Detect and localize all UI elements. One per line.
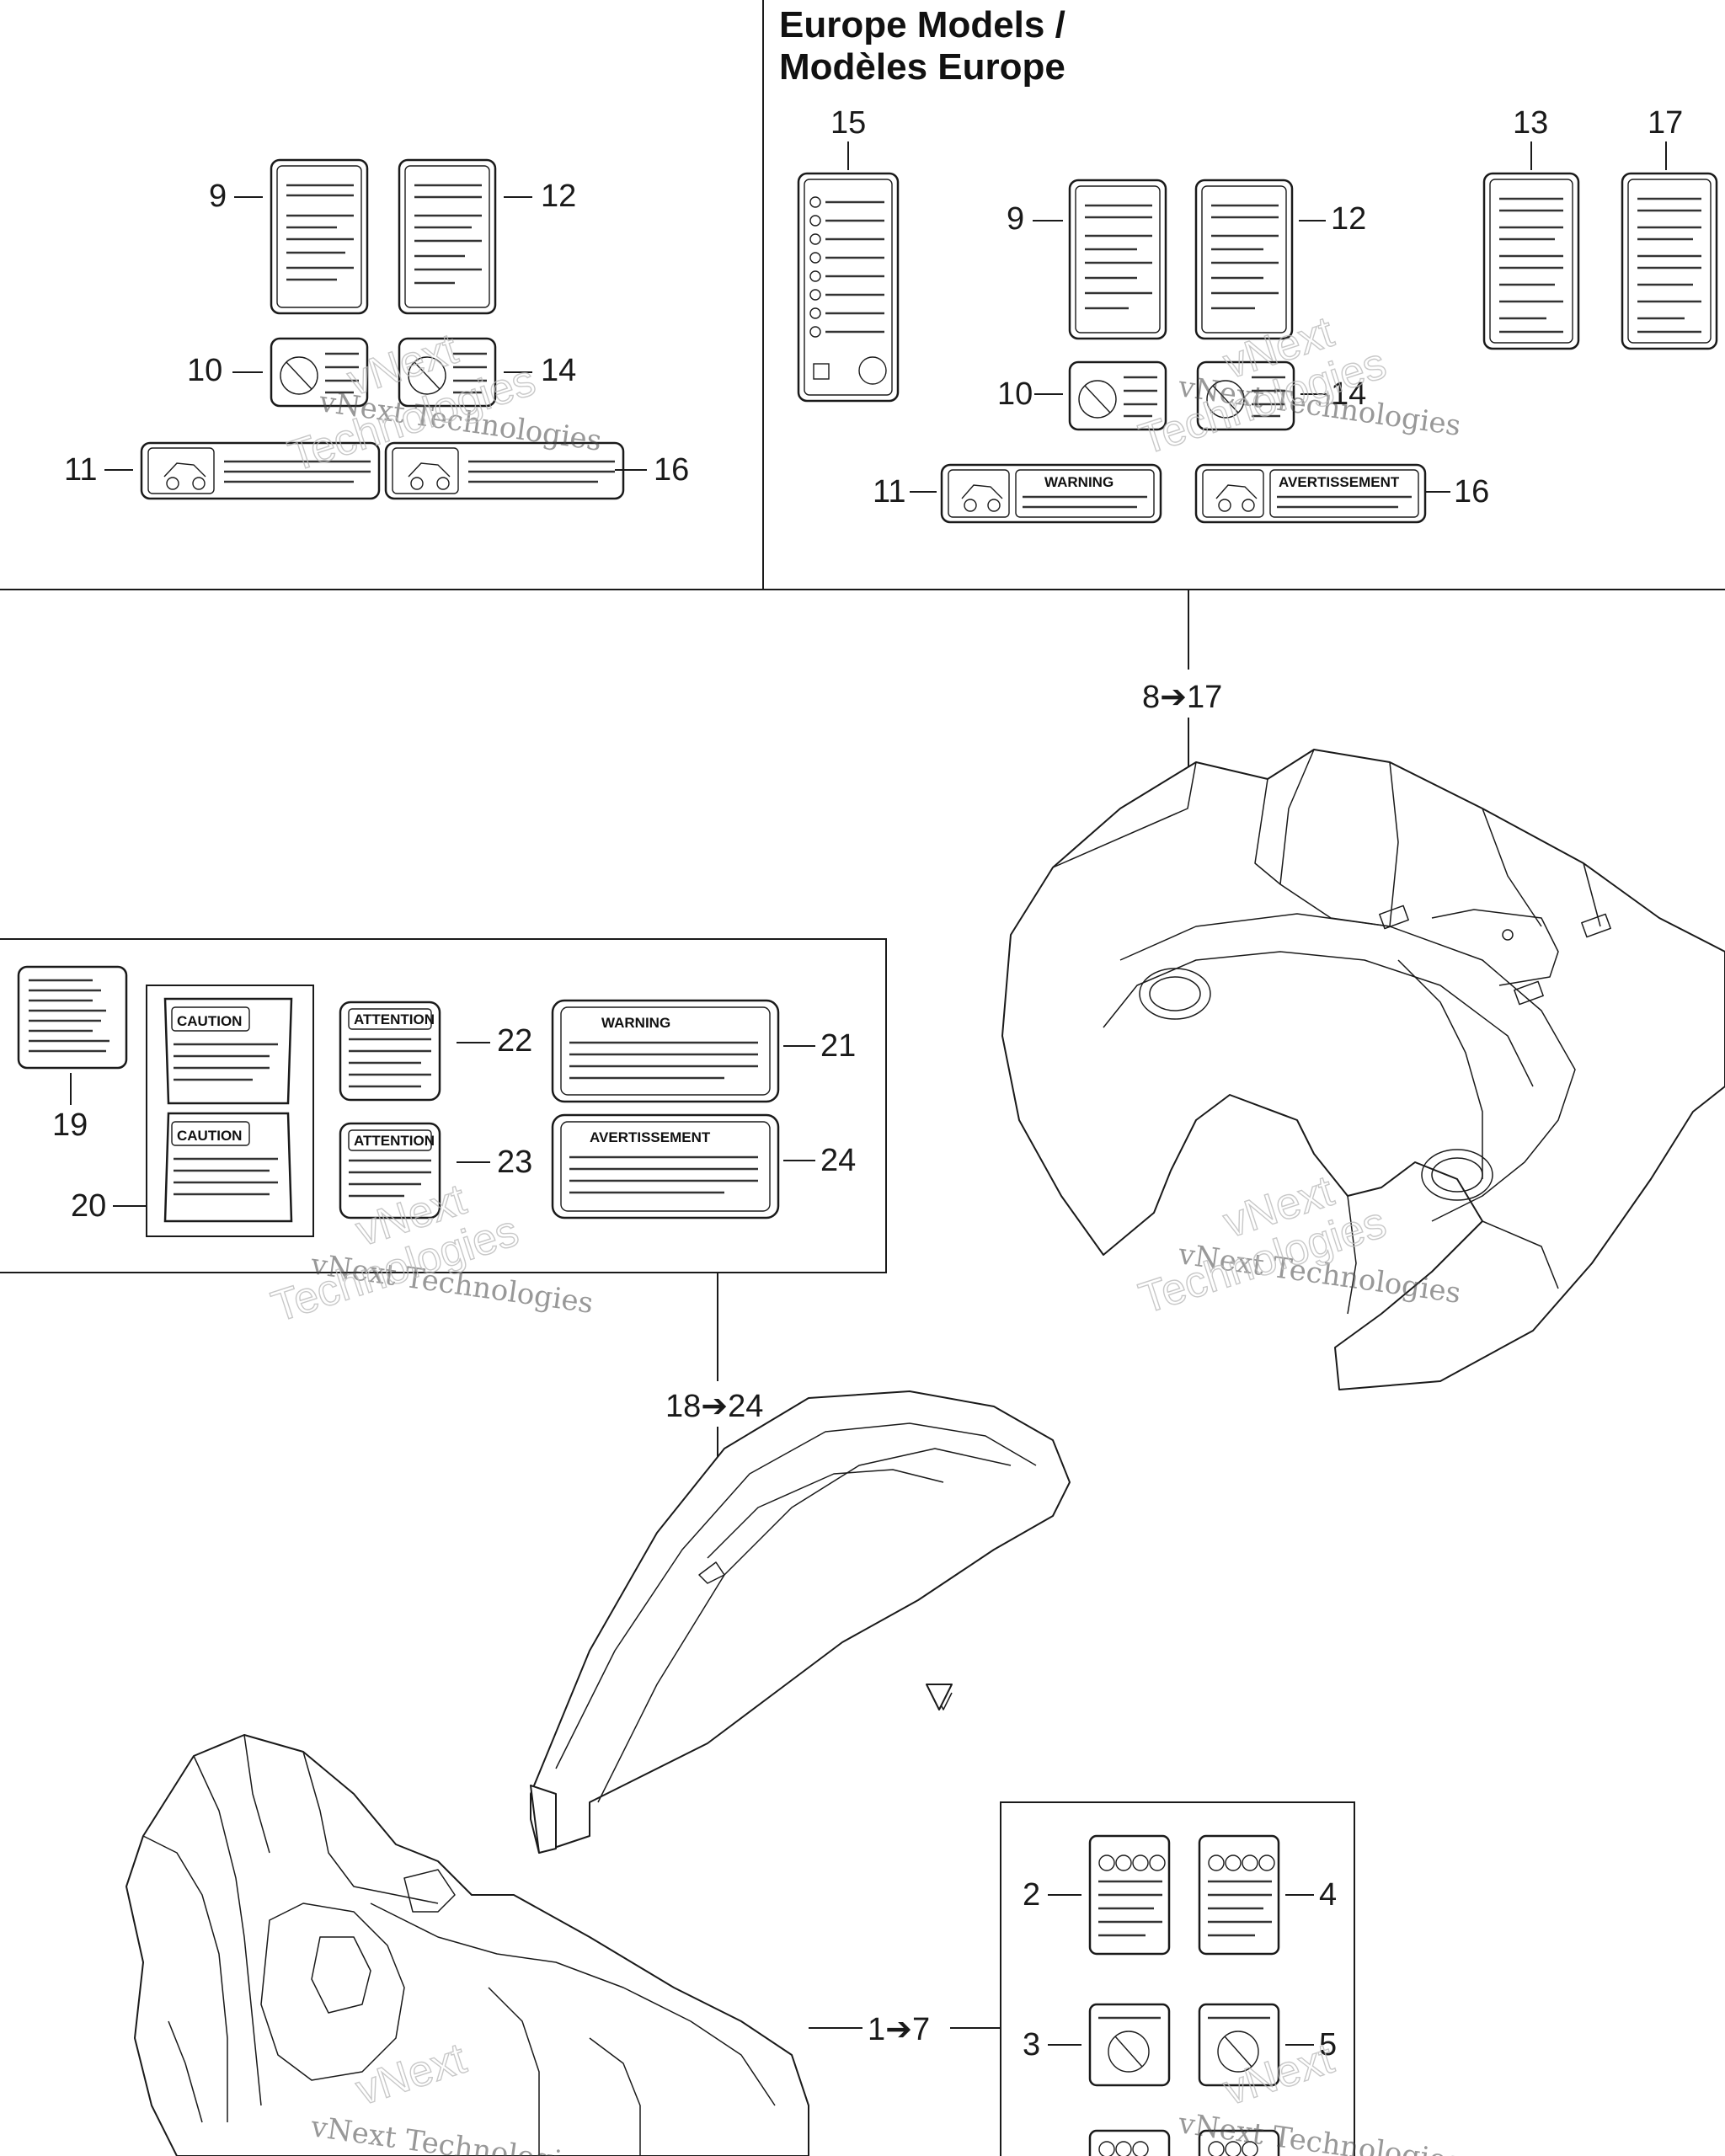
- decal-9-text: [286, 184, 354, 281]
- decal-20-caution-upper: CAUTION: [177, 1013, 242, 1029]
- callout-13: 13: [1513, 105, 1548, 141]
- callout-16-europe: 16: [1454, 474, 1489, 510]
- decal-12: [398, 158, 497, 315]
- cup-holder-left: [1139, 968, 1211, 1020]
- decal-group-box-middle: [0, 938, 887, 1273]
- no-passenger-icon: [280, 356, 318, 395]
- decal-23: [339, 1122, 441, 1219]
- no-passenger-icon: [408, 356, 446, 395]
- callout-17: 17: [1648, 105, 1683, 141]
- cup-holder-right: [1421, 1149, 1493, 1201]
- callout-12: 12: [541, 179, 576, 214]
- decal-23-attention-label: ATTENTION: [354, 1133, 435, 1149]
- callout-5: 5: [1319, 2027, 1337, 2063]
- bottom-decals: 2 4 3 5: [1023, 1834, 1337, 2156]
- callout-9-europe: 9: [1007, 201, 1024, 237]
- decal-7-partial: [1198, 2129, 1280, 2156]
- decal-2-icons: [1098, 1854, 1166, 1871]
- decal-14-europe: [1196, 360, 1295, 431]
- decal-21: [551, 999, 780, 1103]
- callout-range-8-17: 8➔17: [1142, 680, 1222, 715]
- decal-22-attention-label: ATTENTION: [354, 1011, 435, 1027]
- callout-range-1-7: 1➔7: [868, 2012, 930, 2047]
- callout-2: 2: [1023, 1877, 1040, 1913]
- decal-16-avertissement-label: AVERTISSEMENT: [1279, 474, 1400, 490]
- europe-models-title-line1: Europe Models /: [779, 4, 1065, 45]
- callout-3: 3: [1023, 2027, 1040, 2063]
- europe-decals: 15 9 12: [797, 105, 1718, 524]
- callout-16-left: 16: [654, 452, 689, 488]
- side-panel-part: [530, 1390, 1071, 1854]
- decal-6-partial: [1088, 2129, 1171, 2156]
- callout-4: 4: [1319, 1877, 1337, 1913]
- decal-24-avertissement-label: AVERTISSEMENT: [590, 1129, 711, 1145]
- decal-5: [1198, 2003, 1280, 2087]
- decal-14: [398, 337, 497, 408]
- europe-models-title-line2: Modèles Europe: [779, 46, 1065, 88]
- callout-11-europe: 11: [873, 474, 905, 510]
- decal-4-icons: [1208, 1854, 1275, 1871]
- callout-10-europe: 10: [997, 376, 1033, 412]
- decal-19: [17, 965, 128, 1070]
- callout-23: 23: [497, 1145, 532, 1180]
- callout-range-18-24: 18➔24: [665, 1389, 763, 1424]
- top-left-decals: 9 12 10 14 11: [64, 158, 689, 500]
- callout-14-europe: 14: [1331, 376, 1366, 412]
- decal-21-warning-label: WARNING: [601, 1015, 670, 1031]
- decal-group-box-bottom: [1000, 1801, 1355, 2156]
- decal-20-upper: [163, 997, 293, 1105]
- decal-12-text: [414, 184, 482, 285]
- decal-3: [1088, 2003, 1171, 2087]
- decal-15: [797, 172, 900, 403]
- decal-15-icons: [809, 196, 821, 338]
- decal-11-warning-label: WARNING: [1044, 474, 1114, 490]
- callout-12-europe: 12: [1331, 201, 1366, 237]
- decal-20-caution-lower: CAUTION: [177, 1128, 242, 1144]
- decal-12-europe: [1194, 179, 1294, 340]
- decal-9-europe: [1068, 179, 1167, 340]
- callout-19: 19: [52, 1107, 88, 1143]
- decal-17: [1621, 172, 1718, 350]
- decal-10-europe: [1068, 360, 1167, 431]
- decal-group-box-20: [146, 985, 314, 1237]
- decal-9: [270, 158, 369, 315]
- callout-22: 22: [497, 1023, 532, 1059]
- callout-15: 15: [830, 105, 866, 141]
- front-body-part: [126, 1734, 809, 2156]
- callout-11-left: 11: [64, 452, 97, 488]
- callout-10-left: 10: [187, 353, 222, 388]
- middle-decals: 19 CAUTION CAUTION 20 ATTENTION 22 ATTEN…: [17, 965, 856, 1224]
- callout-20: 20: [71, 1188, 106, 1224]
- front-fender-rear-section: [1001, 749, 1725, 1390]
- decal-10: [270, 337, 369, 408]
- callout-9: 9: [209, 179, 227, 214]
- decal-13: [1482, 172, 1580, 350]
- callout-24: 24: [820, 1143, 856, 1178]
- callout-21: 21: [820, 1028, 856, 1064]
- callout-14-left: 14: [541, 353, 576, 388]
